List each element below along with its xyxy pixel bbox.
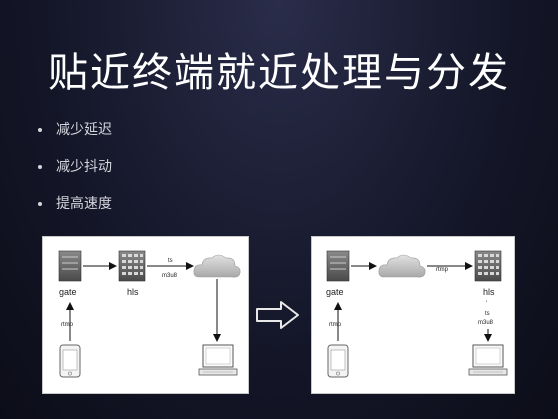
bullet-item: 减少抖动 <box>38 157 112 194</box>
rtmp-label: rtmp <box>329 322 342 328</box>
rack-icon <box>118 250 146 282</box>
bullet-item: 提高速度 <box>38 194 112 231</box>
rtmp-top-label: rtmp <box>436 267 449 273</box>
gate-label: gate <box>59 287 77 297</box>
gate-label: gate <box>326 287 344 297</box>
rtmp-label: rtmp <box>61 322 74 328</box>
bullet-dot <box>38 128 42 132</box>
computer-icon <box>198 344 238 376</box>
server-icon <box>58 250 82 282</box>
phone-icon <box>59 344 81 378</box>
ts-label: ts <box>168 258 173 264</box>
tick-label: ' <box>486 301 487 307</box>
m3u8-label: m3u8 <box>478 320 494 326</box>
bullet-item: 减少延迟 <box>38 120 112 157</box>
m3u8-label: m3u8 <box>162 273 178 279</box>
hls-label: hls <box>483 287 495 297</box>
server-icon <box>326 250 350 282</box>
phone-icon <box>327 344 349 378</box>
bullet-text: 减少延迟 <box>56 122 112 138</box>
diagram-after-svg: gate rtmp hls ' ts <box>326 250 508 378</box>
transition-arrow-icon <box>256 301 299 329</box>
cloud-icon <box>193 254 241 278</box>
rack-icon <box>474 250 502 282</box>
bullet-dot <box>38 165 42 169</box>
bullet-list: 减少延迟 减少抖动 提高速度 <box>38 120 112 231</box>
slide-title: 贴近终端就近处理与分发 <box>48 50 510 96</box>
hls-label: hls <box>127 287 139 297</box>
computer-icon <box>468 344 508 376</box>
ts-label: ts <box>485 311 490 317</box>
diagram-after: gate rtmp hls ' ts <box>311 236 515 394</box>
bullet-dot <box>38 202 42 206</box>
cloud-icon <box>378 254 426 278</box>
diagram-before: gate hls ts m3u8 <box>42 236 249 394</box>
bullet-text: 减少抖动 <box>56 159 112 175</box>
bullet-text: 提高速度 <box>56 196 112 212</box>
diagram-before-svg: gate hls ts m3u8 <box>58 250 241 378</box>
